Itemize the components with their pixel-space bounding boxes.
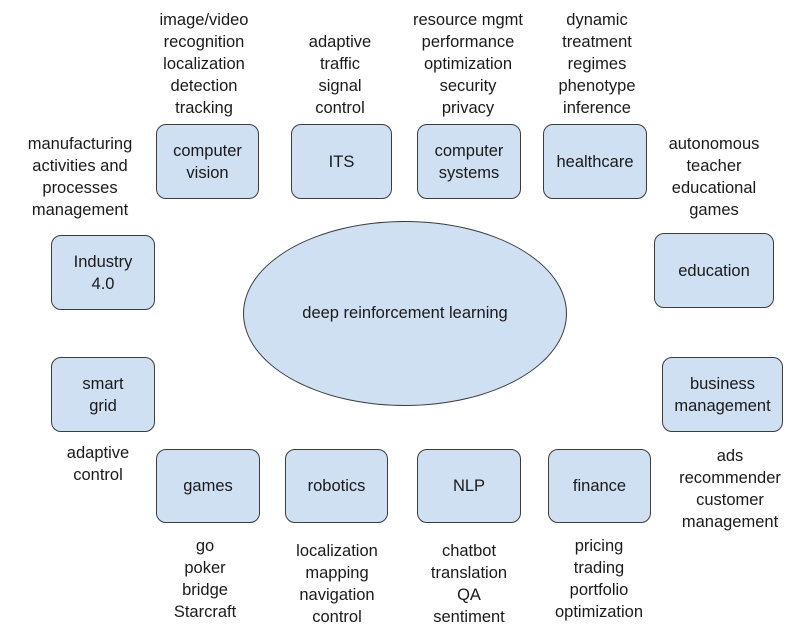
healthcare-node: healthcare — [543, 124, 647, 199]
finance-notes: pricing trading portfolio optimization — [554, 537, 644, 621]
industry-notes: manufacturing activities and processes m… — [27, 135, 133, 219]
healthcare-notes: dynamic treatment regimes phenotype infe… — [558, 11, 636, 117]
finance-node: finance — [548, 449, 651, 523]
business-management-notes: ads recommender customer management — [679, 447, 781, 531]
computer-systems-node: computer systems — [417, 124, 521, 199]
smart-grid-notes: adaptive control — [66, 444, 130, 484]
games-node: games — [156, 449, 260, 523]
education-notes: autonomous teacher educational games — [668, 135, 760, 219]
center-node-deep-rl: deep reinforcement learning — [243, 221, 567, 406]
computer-vision-notes: image/video recognition localization det… — [159, 11, 249, 117]
computer-systems-notes: resource mgmt performance optimization s… — [412, 11, 524, 117]
robotics-node: robotics — [285, 449, 388, 523]
business-management-node: business management — [662, 357, 783, 432]
nlp-notes: chatbot translation QA sentiment — [430, 542, 508, 626]
computer-vision-node: computer vision — [156, 124, 259, 199]
its-notes: adaptive traffic signal control — [308, 33, 372, 117]
its-node: ITS — [291, 124, 392, 199]
robotics-notes: localization mapping navigation control — [296, 542, 378, 626]
smart-grid-node: smart grid — [51, 357, 155, 432]
games-notes: go poker bridge Starcraft — [173, 537, 237, 621]
education-node: education — [654, 233, 774, 308]
center-label: deep reinforcement learning — [302, 304, 508, 322]
nlp-node: NLP — [417, 449, 521, 523]
industry-node: Industry 4.0 — [51, 235, 155, 310]
